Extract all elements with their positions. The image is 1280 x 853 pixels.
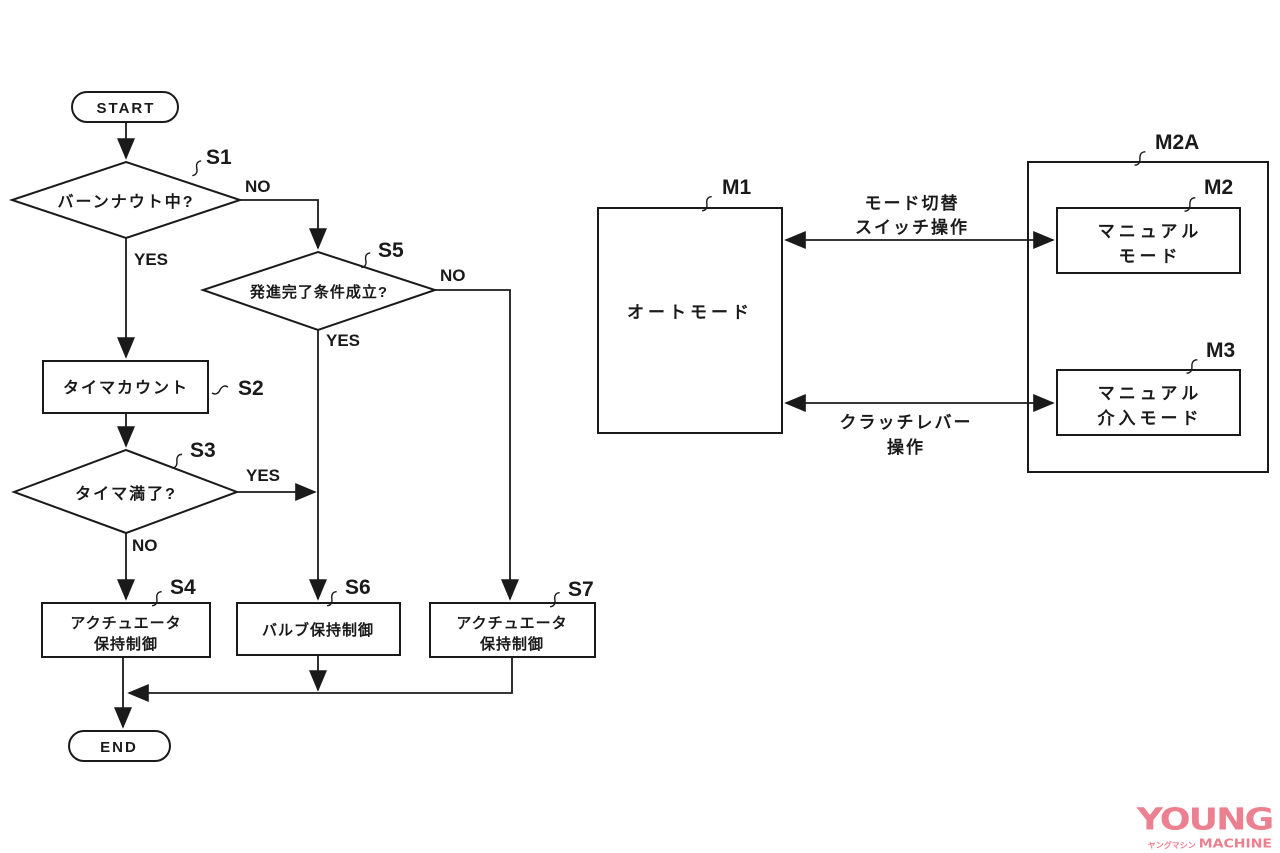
s3-no-label: NO [132,536,158,555]
s2-leader-line [211,385,229,395]
s3-question: タイマ満了? [75,484,177,503]
end-terminator [68,730,171,762]
s2-ref-label: S2 [238,377,264,400]
m1-text: オートモード [627,303,753,322]
clutch-lever-label-line2: 操作 [887,437,925,457]
start-label: START [97,100,156,117]
young-logo-text: YOUNG [1136,801,1274,837]
s3-diamond [11,448,240,535]
clutch-lever-arrow: クラッチレバー 操作 [784,394,1055,457]
m3-text-line2: 介入モード [1097,408,1203,428]
m1-box [597,207,783,434]
s5-diamond [199,250,439,332]
s1-question: バーンナウト中? [58,192,195,211]
m2-text-line1: マニュアル [1098,222,1203,241]
node-s4-process: アクチュエータ 保持制御 S4 [41,576,211,658]
s7-ref-label: S7 [568,578,594,601]
s3-ref-label: S3 [190,439,216,462]
s1-ref-label: S1 [206,146,232,169]
s5-question: 発進完了条件成立? [249,283,388,301]
m1-ref-label: M1 [722,176,751,199]
node-s3-decision: タイマ満了? S3 YES NO [11,439,280,555]
s3-yes-label: YES [246,466,280,485]
m2-ref-label: M2 [1204,176,1233,199]
node-start: START [71,91,179,123]
connector-s7-to-join [127,657,513,702]
s1-yes-label: YES [134,250,168,269]
s4-text-line2: 保持制御 [93,635,158,653]
s1-no-label: NO [245,177,271,196]
s5-no-label: NO [440,266,466,285]
node-s5-decision: 発進完了条件成立? S5 NO YES [199,239,466,350]
mode-switch-label-line2: スイッチ操作 [855,217,969,237]
s1-leader-line [187,159,207,178]
s6-box [236,602,401,656]
s5-ref-label: S5 [378,239,404,262]
s2-box [42,360,209,414]
s7-text-line2: 保持制御 [479,635,544,653]
youngmachine-watermark: YOUNG ヤングマシン MACHINE [1136,801,1274,851]
end-label: END [100,739,138,756]
s7-text-line1: アクチュエータ [456,615,567,632]
m2a-ref-label: M2A [1155,131,1199,154]
connector-s5-no-to-s7 [435,289,519,601]
s4-box [41,602,211,658]
node-s1-decision: バーンナウト中? S1 NO YES [8,146,271,269]
s6-ref-label: S6 [345,576,371,599]
s4-ref-label: S4 [170,576,196,599]
s2-text: タイマカウント [63,379,189,397]
connector-s1-no-to-s5 [240,199,327,250]
node-s7-process: アクチュエータ 保持制御 S7 [429,578,596,658]
young-logo-katakana: ヤングマシン [1147,841,1196,850]
node-m3-manual-intervention-mode: マニュアル 介入モード M3 [1056,339,1241,436]
node-m1-auto-mode: オートモード M1 [597,176,783,434]
young-logo-subrow: ヤングマシン MACHINE [1148,837,1272,851]
s4-text-line1: アクチュエータ [70,615,181,632]
m2-text-line2: モード [1119,247,1182,266]
m2-box [1056,207,1241,274]
node-end: END [68,730,171,762]
s1-diamond [8,160,244,240]
mode-switch-label-line1: モード切替 [865,193,960,213]
node-s6-process: バルブ保持制御 S6 [236,576,401,656]
m3-box [1056,369,1241,436]
node-m2-manual-mode: マニュアル モード M2 [1056,176,1241,274]
s6-text: バルブ保持制御 [262,621,374,639]
mode-switch-arrow: モード切替 スイッチ操作 [784,193,1055,249]
s7-box [429,602,596,658]
start-terminator [71,91,179,123]
s5-yes-label: YES [326,331,360,350]
m3-ref-label: M3 [1206,339,1235,362]
node-s2-process: タイマカウント S2 [42,360,264,414]
clutch-lever-label-line1: クラッチレバー [840,413,973,432]
young-logo-machine: MACHINE [1198,836,1272,852]
m3-text-line1: マニュアル [1098,384,1203,403]
